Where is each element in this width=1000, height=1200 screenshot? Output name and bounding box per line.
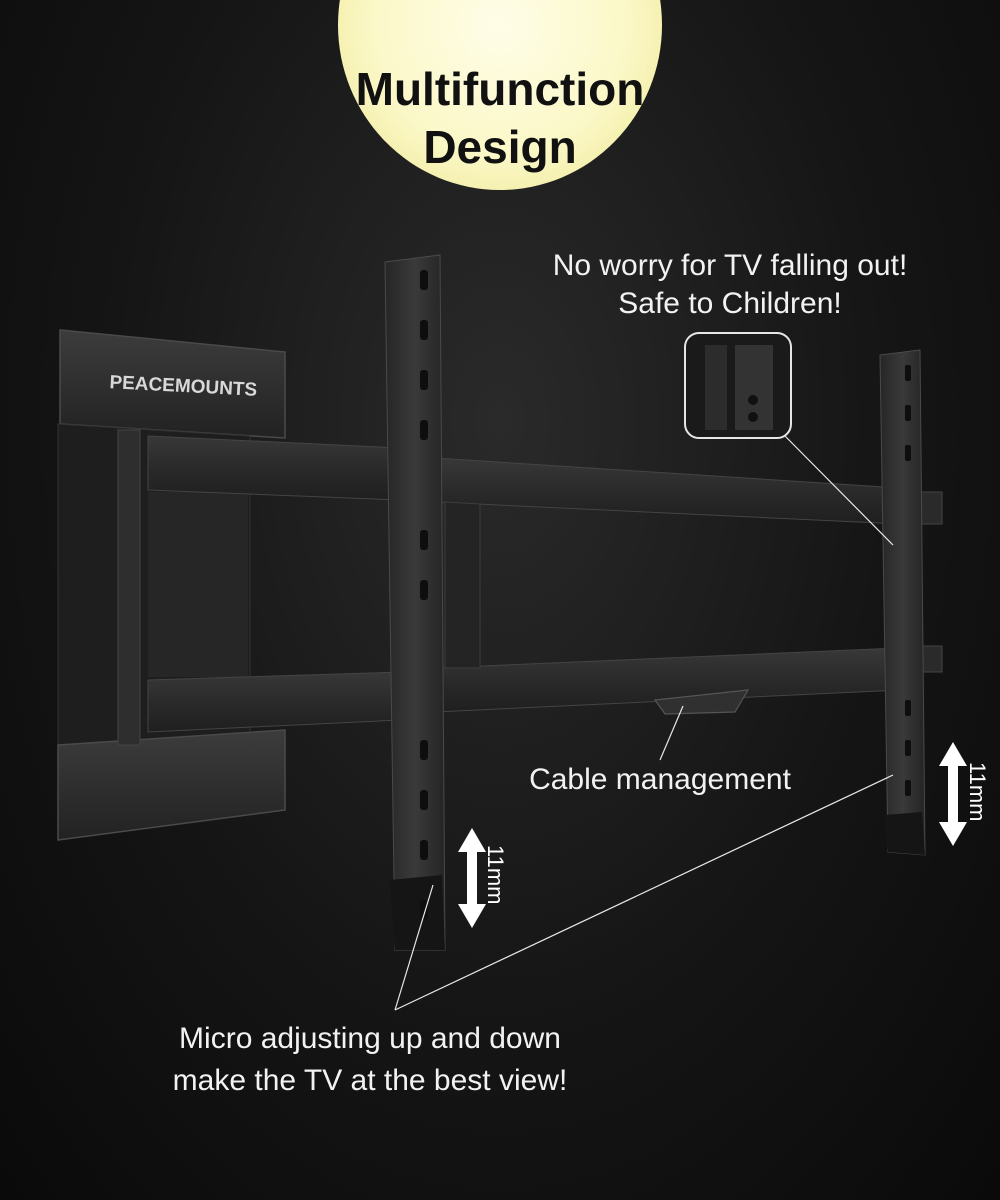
adjust-arrow-left (458, 828, 486, 928)
micro-caption-line-2: make the TV at the best view! (172, 1064, 568, 1097)
heading-line-1: Multifunction (355, 63, 645, 115)
safety-lock-inset (684, 332, 792, 439)
dimension-label-right: 11mm (965, 762, 990, 822)
left-vertical-rail (384, 254, 446, 951)
dimension-label-left: 11mm (483, 845, 508, 905)
safety-caption-line-1: No worry for TV falling out! (552, 249, 908, 282)
safety-caption-line-2: Safe to Children! (618, 287, 842, 320)
wall-plate (57, 329, 286, 841)
heading-line-2: Design (423, 121, 577, 173)
cable-clip (653, 689, 750, 715)
right-vertical-rail (879, 349, 926, 856)
adjust-arrow-right (939, 742, 967, 846)
cable-caption: Cable management (529, 763, 791, 796)
micro-caption-line-1: Micro adjusting up and down (179, 1022, 561, 1055)
callout-lines (394, 435, 894, 1011)
extension-arms (147, 435, 943, 733)
